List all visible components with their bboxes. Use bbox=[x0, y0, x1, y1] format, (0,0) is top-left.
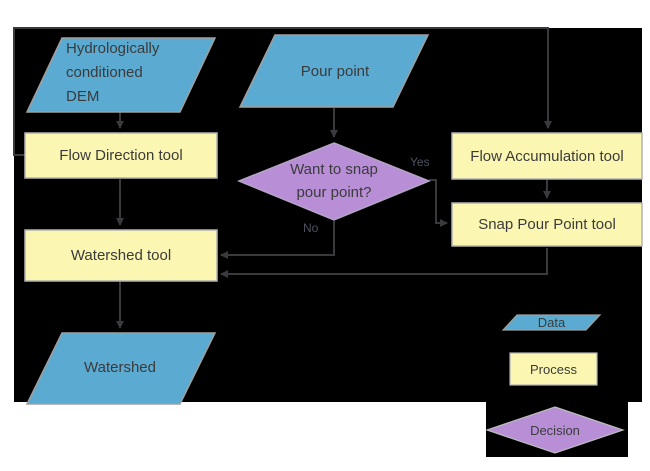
legend-process-shape bbox=[509, 352, 598, 386]
node-pour-point-shape bbox=[238, 34, 430, 108]
edge-snappourpoint-to-watershedtool bbox=[220, 248, 548, 278]
legend-data-shape bbox=[501, 314, 602, 331]
connector-layer bbox=[13, 27, 552, 329]
node-watershed-shape bbox=[25, 332, 217, 405]
edge-decision-yes-to-snappourpoint bbox=[429, 179, 448, 227]
edge-decision-no-to-watershedtool bbox=[220, 221, 335, 259]
node-snap-pour-point-shape bbox=[451, 202, 643, 247]
node-flow-accumulation-shape bbox=[451, 132, 643, 180]
node-dem-shape bbox=[25, 37, 217, 113]
legend-decision-shape bbox=[485, 406, 625, 454]
edge-flowdirection-to-flowaccumulation bbox=[13, 27, 552, 156]
node-flow-direction-shape bbox=[24, 132, 218, 179]
node-decision-shape bbox=[237, 142, 431, 221]
node-watershed-tool-shape bbox=[24, 229, 218, 282]
